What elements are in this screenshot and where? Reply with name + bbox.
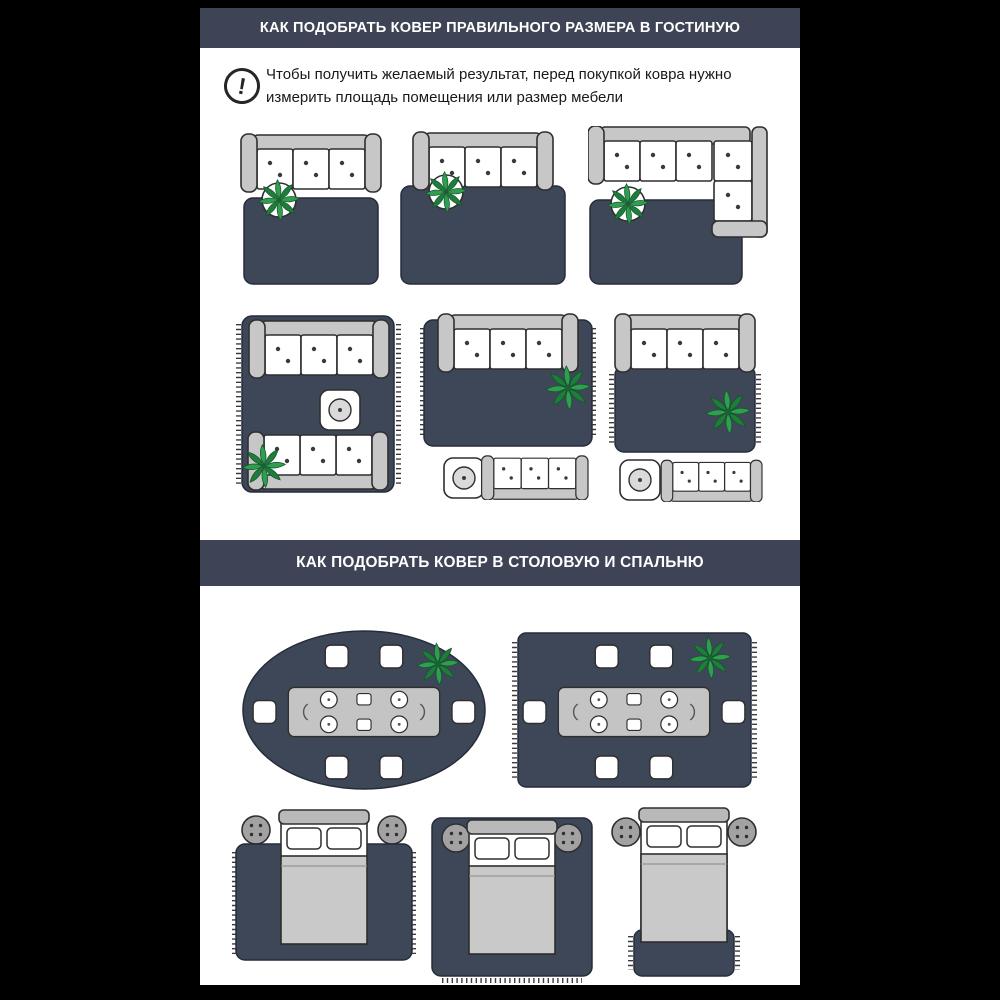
diagram-sofa-front-legs-on-wider-rug: [398, 126, 568, 291]
bed: [466, 819, 558, 955]
section-header-dining-bedroom: КАК ПОДОБРАТЬ КОВЕР В СТОЛОВУЮ И СПАЛЬНЮ: [200, 540, 800, 586]
sofa: [614, 313, 756, 373]
armchair: [443, 457, 485, 499]
diagram-oval-rug-dining-table: [238, 628, 490, 793]
armchair: [619, 459, 661, 501]
nightstand-stool: [727, 817, 757, 847]
sofa-off-rug: [480, 455, 589, 500]
diagram-sofa-with-small-rug-seats-off-rug: [606, 312, 764, 502]
sofa-top: [248, 319, 390, 379]
content-panel: КАК ПОДОБРАТЬ КОВЕР ПРАВИЛЬНОГО РАЗМЕРА …: [200, 8, 800, 985]
sofa-off-rug: [660, 459, 763, 502]
nightstand-stool: [441, 823, 471, 853]
diagram-rect-rug-dining-table: [512, 628, 757, 793]
diagram-bed-with-small-rug-at-foot: [608, 804, 760, 984]
section-header-living-room: КАК ПОДОБРАТЬ КОВЕР ПРАВИЛЬНОГО РАЗМЕРА …: [200, 8, 800, 48]
rug: [243, 197, 379, 285]
living-room-title: КАК ПОДОБРАТЬ КОВЕР ПРАВИЛЬНОГО РАЗМЕРА …: [259, 20, 741, 36]
note-text: Чтобы получить желаемый результат, перед…: [266, 66, 732, 106]
nightstand-stool: [553, 823, 583, 853]
diagram-sofa-with-rug-in-front: [236, 126, 386, 291]
nightstand-stool: [611, 817, 641, 847]
rug: [400, 185, 566, 285]
exclamation-glyph: !: [236, 72, 249, 99]
corner-sofa: [588, 126, 768, 238]
coffee-table: [319, 389, 361, 431]
diagram-bed-fully-on-large-rug: [426, 806, 598, 984]
sofa: [240, 133, 382, 193]
dining-bedroom-title: КАК ПОДОБРАТЬ КОВЕР В СТОЛОВУЮ И СПАЛЬНЮ: [296, 554, 704, 571]
sofa: [437, 313, 579, 373]
exclamation-icon: !: [221, 65, 263, 107]
diagram-corner-sofa-with-rug: [588, 126, 768, 291]
bed: [638, 807, 730, 943]
diagram-bed-lower-part-on-wide-rug: [232, 804, 416, 984]
nightstand-stool: [241, 815, 271, 845]
diagram-two-sofas-coffee-table-on-large-rug: [236, 308, 401, 500]
diagram-sofa-on-rug-extra-seats-off-rug: [420, 310, 596, 500]
bed: [278, 809, 370, 945]
nightstand-stool: [377, 815, 407, 845]
